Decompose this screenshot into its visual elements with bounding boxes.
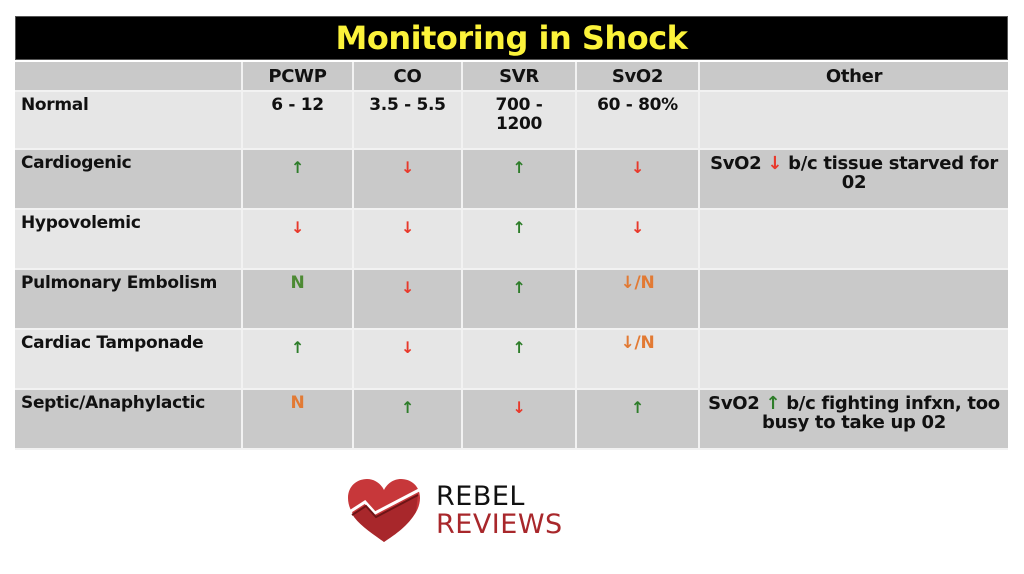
- logo-text: REBEL REVIEWS: [436, 483, 563, 539]
- arrow-down-icon: ↓: [400, 338, 415, 357]
- arrow-up-icon: ↑: [400, 398, 415, 417]
- arrow-up-icon: ↑: [512, 338, 526, 357]
- arrow-down-icon: ↓: [630, 158, 645, 177]
- table-grid: PCWP CO SVR SvO2 Other Normal 6 - 12 3.5…: [15, 62, 1008, 450]
- header-other: Other: [700, 62, 1008, 92]
- header-pcwp: PCWP: [243, 62, 354, 92]
- heart-chart-icon: [348, 479, 420, 542]
- tamponade-svr: ↑: [463, 330, 577, 390]
- rebel-reviews-logo: REBEL REVIEWS: [346, 478, 563, 544]
- note-text: SvO2: [710, 153, 762, 174]
- septic-svo2: ↑: [577, 390, 700, 450]
- pe-svr: ↑: [463, 270, 577, 330]
- arrow-down-icon: ↓: [512, 398, 526, 417]
- row-label-hypovolemic: Hypovolemic: [15, 210, 243, 270]
- header-co: CO: [354, 62, 463, 92]
- tamponade-svo2: ↓/N: [577, 330, 700, 390]
- row-label-septic-anaphylactic: Septic/Anaphylactic: [15, 390, 243, 450]
- normal-svo2: 60 - 80%: [577, 92, 700, 150]
- header-svo2: SvO2: [577, 62, 700, 92]
- arrow-up-icon: ↑: [765, 393, 781, 414]
- cardiogenic-svr: ↑: [463, 150, 577, 210]
- arrow-up-icon: ↑: [512, 158, 526, 177]
- septic-pcwp: N: [243, 390, 354, 450]
- note-text: b/c tissue starved for 02: [788, 153, 998, 193]
- row-label-pulmonary-embolism: Pulmonary Embolism: [15, 270, 243, 330]
- normal-other: [700, 92, 1008, 150]
- normal-indicator: N: [290, 393, 305, 413]
- arrow-down-icon: ↓: [400, 278, 415, 297]
- arrow-up-icon: ↑: [290, 158, 305, 177]
- page-title: Monitoring in Shock: [335, 19, 688, 57]
- cardiogenic-co: ↓: [354, 150, 463, 210]
- normal-indicator: N: [290, 273, 305, 293]
- septic-svr: ↓: [463, 390, 577, 450]
- row-label-cardiac-tamponade: Cardiac Tamponade: [15, 330, 243, 390]
- arrow-down-icon: ↓: [630, 218, 645, 237]
- septic-other: SvO2 ↑ b/c fighting infxn, too busy to t…: [700, 390, 1008, 450]
- logo-line-2: REVIEWS: [436, 509, 563, 540]
- pe-pcwp: N: [243, 270, 354, 330]
- septic-co: ↑: [354, 390, 463, 450]
- hypovolemic-pcwp: ↓: [243, 210, 354, 270]
- hypovolemic-svo2: ↓: [577, 210, 700, 270]
- hypovolemic-co: ↓: [354, 210, 463, 270]
- arrow-up-icon: ↑: [290, 338, 305, 357]
- note-text: b/c fighting infxn, too busy to take up …: [762, 393, 1000, 433]
- row-label-normal: Normal: [15, 92, 243, 150]
- hypovolemic-svr: ↑: [463, 210, 577, 270]
- arrow-down-icon: ↓: [290, 218, 305, 237]
- logo-line-1: REBEL: [436, 481, 525, 512]
- pe-other: [700, 270, 1008, 330]
- title-bar: Monitoring in Shock: [15, 16, 1008, 60]
- normal-co: 3.5 - 5.5: [354, 92, 463, 150]
- normal-svr: 700 - 1200: [463, 92, 577, 150]
- header-blank: [15, 62, 243, 92]
- pe-co: ↓: [354, 270, 463, 330]
- down-or-normal-indicator: ↓/N: [620, 273, 655, 293]
- cardiogenic-pcwp: ↑: [243, 150, 354, 210]
- arrow-up-icon: ↑: [512, 218, 526, 237]
- arrow-down-icon: ↓: [400, 158, 415, 177]
- cardiogenic-svo2: ↓: [577, 150, 700, 210]
- arrow-down-icon: ↓: [400, 218, 415, 237]
- arrow-down-icon: ↓: [767, 153, 783, 174]
- header-svr: SVR: [463, 62, 577, 92]
- hypovolemic-other: [700, 210, 1008, 270]
- arrow-up-icon: ↑: [630, 398, 645, 417]
- pe-svo2: ↓/N: [577, 270, 700, 330]
- row-label-cardiogenic: Cardiogenic: [15, 150, 243, 210]
- note-text: SvO2: [708, 393, 760, 414]
- tamponade-other: [700, 330, 1008, 390]
- tamponade-pcwp: ↑: [243, 330, 354, 390]
- tamponade-co: ↓: [354, 330, 463, 390]
- normal-pcwp: 6 - 12: [243, 92, 354, 150]
- cardiogenic-other: SvO2 ↓ b/c tissue starved for 02: [700, 150, 1008, 210]
- down-or-normal-indicator: ↓/N: [620, 333, 655, 353]
- monitoring-table: Monitoring in Shock PCWP CO SVR SvO2 Oth…: [15, 16, 1008, 450]
- arrow-up-icon: ↑: [512, 278, 526, 297]
